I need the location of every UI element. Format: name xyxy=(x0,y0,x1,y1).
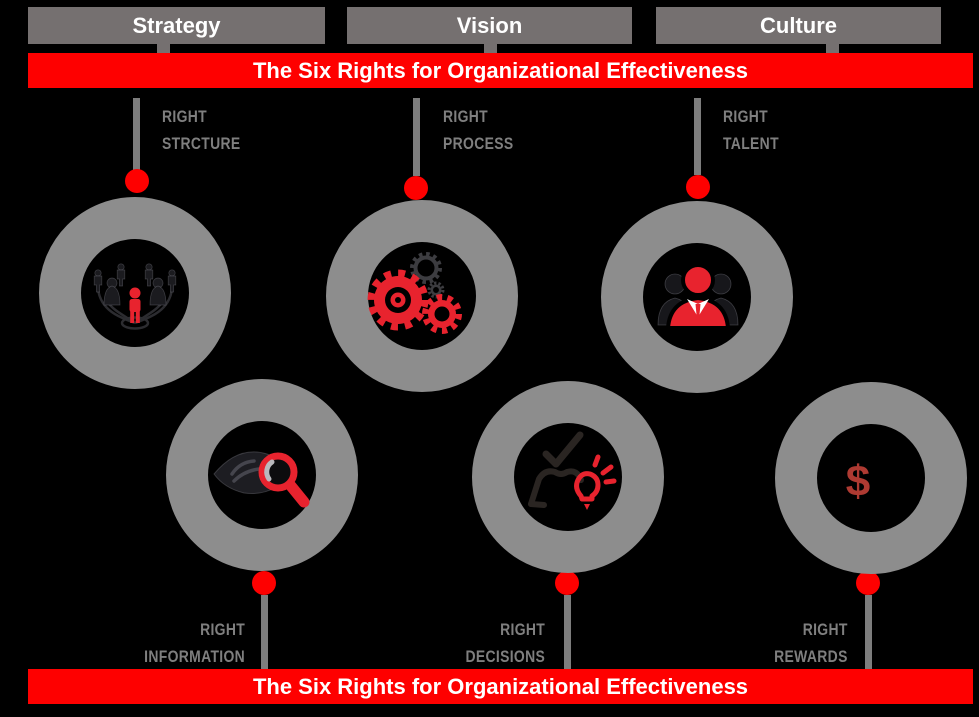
circle-right-talent xyxy=(601,201,793,393)
header-box-culture-label: Culture xyxy=(760,12,837,38)
team-icon xyxy=(657,263,739,330)
header-box-vision: Vision xyxy=(347,7,632,44)
lightbulb-icon xyxy=(574,454,617,510)
label-line2: STRCTURE xyxy=(162,134,241,153)
label-line1: RIGHT xyxy=(802,620,848,639)
label-line2: INFORMATION xyxy=(144,647,245,666)
label-right-rewards: RIGHT REWARDS xyxy=(774,616,848,670)
decision-check-bulb-icon xyxy=(528,431,617,510)
medium-red-gear-icon xyxy=(422,294,462,334)
outline-gear-icon xyxy=(410,252,442,284)
dollar-icon: $ xyxy=(845,457,871,506)
red-dot-structure xyxy=(125,169,149,193)
title-banner-top-text: The Six Rights for Organizational Effect… xyxy=(252,57,749,83)
label-line2: PROCESS xyxy=(443,134,514,153)
circle-right-rewards: $ xyxy=(775,382,967,574)
label-line1: RIGHT xyxy=(162,107,208,126)
tiny-gear-icon xyxy=(427,281,445,299)
label-right-information: RIGHT INFORMATION xyxy=(144,616,245,670)
red-dot-rewards xyxy=(856,571,880,595)
gears-icon xyxy=(367,252,462,334)
title-banner-bottom: The Six Rights for Organizational Effect… xyxy=(28,669,973,704)
header-box-strategy-label: Strategy xyxy=(132,12,221,38)
checkmark-icon xyxy=(542,431,584,468)
connector-tab-culture xyxy=(826,44,839,54)
circle-right-structure xyxy=(39,197,231,389)
red-dot-information xyxy=(252,571,276,595)
label-line2: TALENT xyxy=(723,134,779,153)
header-box-culture: Culture xyxy=(656,7,941,44)
red-dot-talent xyxy=(686,175,710,199)
org-structure-icon xyxy=(93,263,177,330)
circle-right-decisions xyxy=(472,381,664,573)
header-box-vision-label: Vision xyxy=(456,12,523,38)
label-right-talent: RIGHT TALENT xyxy=(723,103,779,157)
label-line2: DECISIONS xyxy=(465,647,545,666)
title-banner-bottom-text: The Six Rights for Organizational Effect… xyxy=(252,673,749,699)
stem-talent xyxy=(694,98,701,175)
label-line1: RIGHT xyxy=(443,107,489,126)
shoulders-outline-icon xyxy=(528,468,584,507)
big-red-gear-icon xyxy=(367,269,429,331)
front-person-icon xyxy=(665,263,731,330)
circle-right-process xyxy=(326,200,518,392)
stem-structure xyxy=(133,98,140,170)
stem-decisions xyxy=(564,595,571,669)
red-dot-decisions xyxy=(555,571,579,595)
stem-information xyxy=(261,595,268,669)
magnifier-icon xyxy=(258,452,310,508)
label-line1: RIGHT xyxy=(499,620,545,639)
label-line1: RIGHT xyxy=(723,107,769,126)
label-right-structure: RIGHT STRCTURE xyxy=(162,103,241,157)
label-line2: REWARDS xyxy=(774,647,848,666)
connector-tab-strategy xyxy=(157,44,170,54)
title-banner-top: The Six Rights for Organizational Effect… xyxy=(28,53,973,88)
circle-right-information xyxy=(166,379,358,571)
eye-magnifier-icon xyxy=(213,451,310,508)
label-right-process: RIGHT PROCESS xyxy=(443,103,513,157)
stem-rewards xyxy=(865,595,872,669)
label-right-decisions: RIGHT DECISIONS xyxy=(465,616,545,670)
stem-process xyxy=(413,98,420,176)
red-person-icon xyxy=(129,287,141,323)
red-dot-process xyxy=(404,176,428,200)
header-box-strategy: Strategy xyxy=(28,7,325,44)
connector-tab-vision xyxy=(484,44,497,54)
label-line1: RIGHT xyxy=(199,620,245,639)
